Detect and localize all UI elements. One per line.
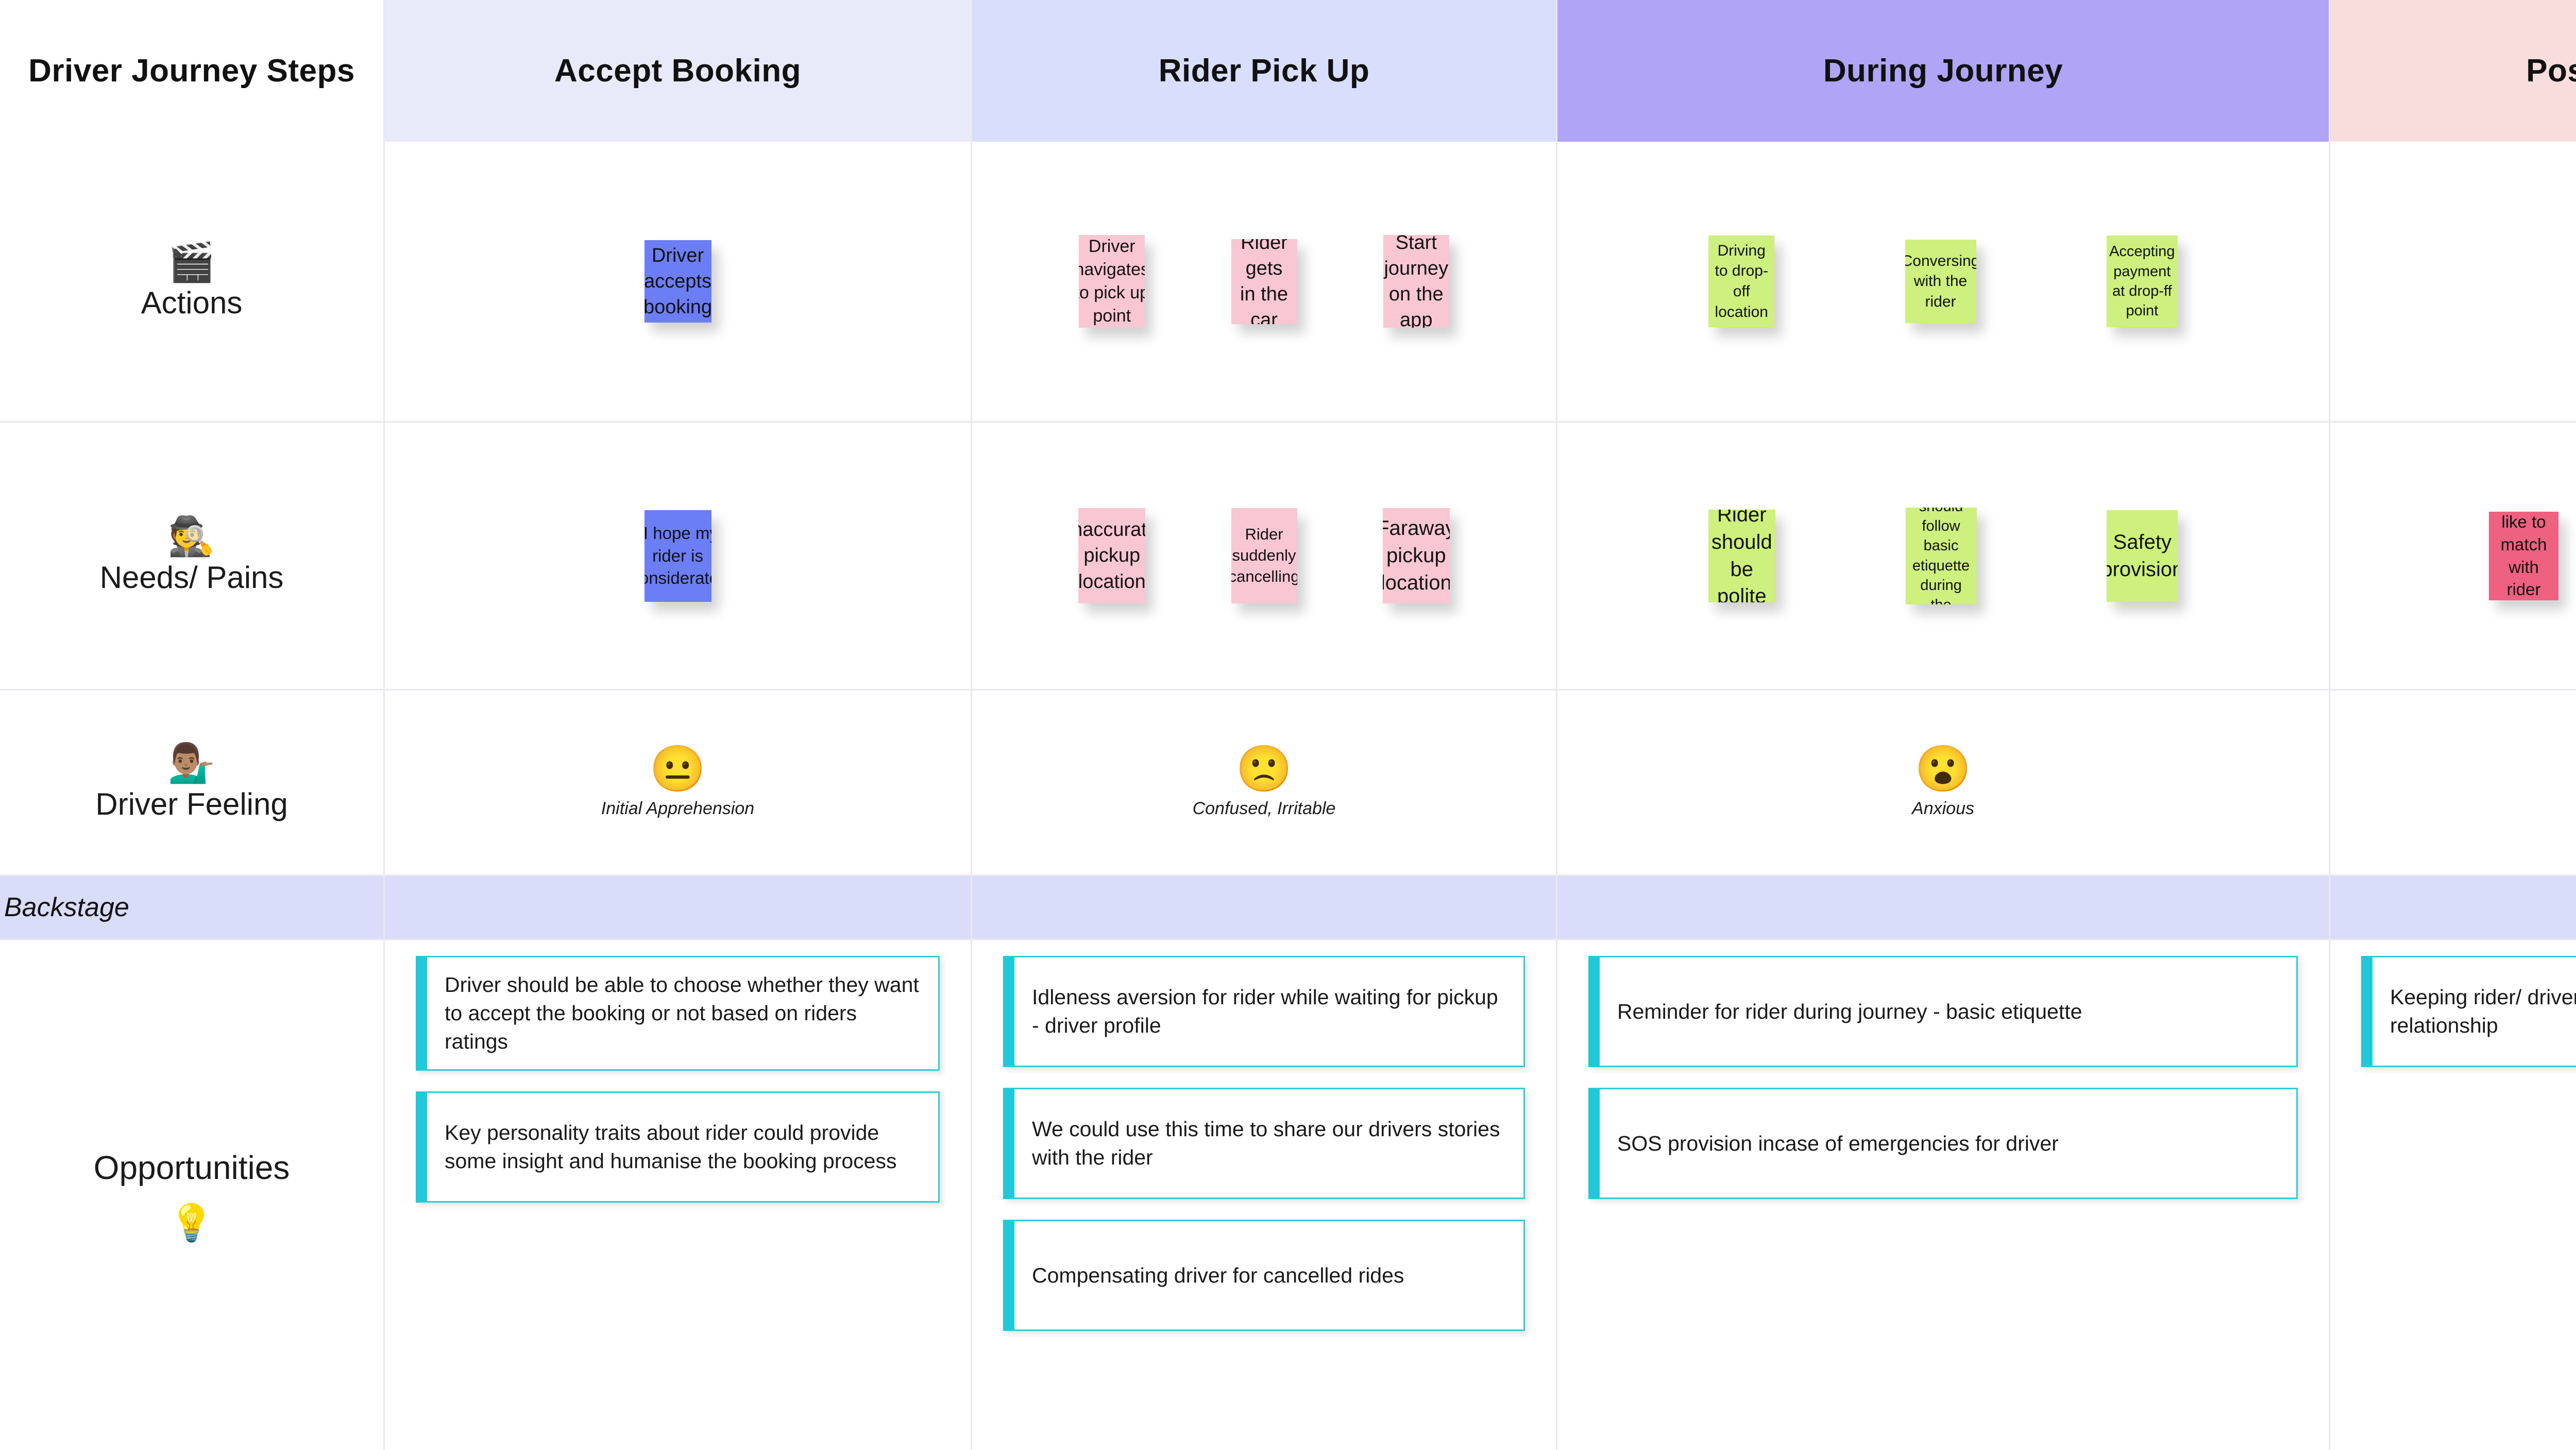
feeling-block: 🙁 Confused, Irritable	[972, 690, 1556, 874]
backstage-band-rider-pick-up	[972, 876, 1557, 940]
feeling-caption: Initial Apprehension	[601, 799, 755, 818]
sticky-note[interactable]: Accepting payment at drop-ff point	[2106, 235, 2178, 327]
backstage-label: Backstage	[4, 892, 129, 922]
cell-needs-during-journey: Rider should be polite Rider should follo…	[1557, 423, 2330, 690]
feeling-caption: Confused, Irritable	[1192, 799, 1336, 818]
neutral-face-icon: 😐	[649, 743, 706, 794]
row-label-actions: 🎬 Actions	[0, 142, 385, 423]
note-lane: "I hope my rider is considerate"	[385, 423, 971, 689]
cell-opportunities-during-journey: Reminder for rider during journey - basi…	[1557, 940, 2330, 1450]
cell-actions-during-journey: Driving to drop-off location Conversing w…	[1557, 142, 2330, 423]
sticky-note[interactable]: Faraway pickup location	[1382, 508, 1450, 603]
feeling-block: 😮 Anxious	[1557, 690, 2329, 874]
row-label-opportunities: Opportunities 💡	[0, 940, 385, 1450]
opportunity-card-text: Compensating driver for cancelled rides	[1032, 1263, 1404, 1287]
sticky-note[interactable]: "I hope my rider is considerate"	[644, 510, 711, 602]
opportunity-card-text: Driver should be able to choose whether …	[445, 973, 919, 1053]
cell-needs-post-journey: Would like to match with rider againRati…	[2330, 423, 2576, 690]
row-label-text: Actions	[141, 285, 243, 321]
row-label-needs-pains: 🕵️ Needs/ Pains	[0, 423, 385, 690]
opportunity-list: Reminder for rider during journey - basi…	[1557, 940, 2329, 1450]
sticky-note[interactable]: Driver accepts booking	[644, 240, 711, 323]
header-stage-during-journey: During Journey	[1557, 0, 2330, 142]
person-tipping-hand-icon: 💁🏽‍♂️	[167, 741, 216, 785]
sticky-note[interactable]: Rider suddenly cancelling	[1231, 508, 1297, 603]
cell-actions-rider-pick-up: Driver navigates to pick up point Rider g…	[972, 142, 1557, 423]
sticky-note[interactable]: Would like to match with rider again	[2489, 511, 2558, 600]
cell-feeling-during-journey: 😮 Anxious	[1557, 690, 2330, 876]
note-lane: Rider should be polite Rider should follo…	[1557, 423, 2329, 689]
header-stage-label: During Journey	[1823, 53, 2063, 89]
row-label-text: Driver Feeling	[95, 786, 288, 821]
opportunity-card-text: SOS provision incase of emergencies for …	[1617, 1131, 2059, 1155]
header-stage-label: Accept Booking	[554, 53, 801, 89]
cell-opportunities-accept-booking: Driver should be able to choose whether …	[385, 940, 972, 1450]
opportunity-list: Idleness aversion for rider while waitin…	[972, 940, 1556, 1450]
header-stage-accept-booking: Accept Booking	[385, 0, 972, 142]
note-lane: End journey on the app	[2330, 142, 2576, 421]
cell-feeling-rider-pick-up: 🙁 Confused, Irritable	[972, 690, 1557, 876]
opportunity-card[interactable]: Compensating driver for cancelled rides	[1003, 1220, 1525, 1331]
cell-actions-post-journey: End journey on the app	[2330, 142, 2576, 423]
sticky-note[interactable]: Conversing with the rider	[1905, 240, 1976, 323]
feeling-block: 😐 Initial Apprehension	[385, 690, 971, 874]
backstage-band-during-journey	[1557, 876, 2330, 940]
opportunity-card-text: Keeping rider/ driver connected - recurr…	[2390, 985, 2576, 1037]
header-stage-label: Post Journey	[2526, 53, 2576, 89]
opportunity-card[interactable]: Key personality traits about rider could…	[416, 1091, 940, 1203]
header-title-driver-journey-steps: Driver Journey Steps	[28, 53, 355, 89]
cell-needs-accept-booking: "I hope my rider is considerate"	[385, 423, 972, 690]
cell-needs-rider-pick-up: Inaccurate pickup location Rider suddenly…	[972, 423, 1557, 690]
opportunity-card[interactable]: Idleness aversion for rider while waitin…	[1003, 956, 1525, 1067]
sticky-note[interactable]: Inaccurate pickup location	[1078, 508, 1146, 603]
cell-actions-accept-booking: Driver accepts booking	[385, 142, 972, 423]
opportunity-card[interactable]: Reminder for rider during journey - basi…	[1588, 956, 2298, 1067]
opportunity-list: Driver should be able to choose whether …	[385, 940, 971, 1450]
face-with-open-mouth-icon: 😮	[1914, 743, 1972, 794]
feeling-caption: Anxious	[1912, 799, 1974, 818]
cell-feeling-accept-booking: 😐 Initial Apprehension	[385, 690, 972, 876]
header-label-column: Driver Journey Steps	[0, 0, 385, 142]
opportunity-list: Keeping rider/ driver connected - recurr…	[2330, 940, 2576, 1450]
sticky-note[interactable]: Rider should follow basic etiquette duri…	[1905, 507, 1977, 604]
note-lane: Inaccurate pickup location Rider suddenly…	[972, 423, 1556, 689]
note-lane: Driver navigates to pick up point Rider g…	[972, 142, 1556, 421]
cell-opportunities-rider-pick-up: Idleness aversion for rider while waitin…	[972, 940, 1557, 1450]
row-label-text: Needs/ Pains	[99, 560, 284, 595]
detective-icon: 🕵️	[167, 515, 216, 558]
sticky-note[interactable]: Driver navigates to pick up point	[1079, 235, 1145, 328]
opportunity-card-text: Key personality traits about rider could…	[445, 1120, 897, 1173]
sticky-note[interactable]: Driving to drop-off location	[1708, 235, 1775, 327]
cell-feeling-post-journey: 😓 Dismayed	[2330, 690, 2576, 876]
sticky-note[interactable]: Rider should be polite	[1708, 509, 1775, 602]
sticky-note[interactable]: Rider gets in the car	[1231, 239, 1297, 324]
row-label-text: Opportunities	[93, 1149, 290, 1186]
opportunity-card[interactable]: We could use this time to share our driv…	[1003, 1088, 1525, 1199]
opportunity-card-text: Idleness aversion for rider while waitin…	[1032, 985, 1498, 1037]
opportunity-card[interactable]: Driver should be able to choose whether …	[416, 956, 940, 1071]
opportunity-card[interactable]: Keeping rider/ driver connected - recurr…	[2361, 956, 2576, 1067]
slightly-frowning-face-icon: 🙁	[1235, 743, 1293, 794]
note-lane: Would like to match with rider againRati…	[2330, 423, 2576, 689]
sticky-note[interactable]: Safety provision	[2107, 510, 2178, 602]
clapper-board-icon: 🎬	[167, 240, 216, 283]
row-label-driver-feeling: 💁🏽‍♂️ Driver Feeling	[0, 690, 385, 876]
note-lane: Driving to drop-off location Conversing w…	[1557, 142, 2329, 421]
backstage-band-post-journey	[2330, 876, 2576, 940]
header-stage-post-journey: Post Journey	[2330, 0, 2576, 142]
feeling-block: 😓 Dismayed	[2330, 690, 2576, 874]
light-bulb-icon: 💡	[169, 1202, 214, 1243]
cell-opportunities-post-journey: Keeping rider/ driver connected - recurr…	[2330, 940, 2576, 1450]
opportunity-card[interactable]: SOS provision incase of emergencies for …	[1588, 1088, 2298, 1199]
header-stage-label: Rider Pick Up	[1158, 53, 1370, 89]
note-lane: Driver accepts booking	[385, 142, 971, 421]
backstage-band-accept-booking	[385, 876, 972, 940]
opportunity-card-text: Reminder for rider during journey - basi…	[1617, 999, 2082, 1023]
header-stage-rider-pick-up: Rider Pick Up	[972, 0, 1557, 142]
opportunity-card-text: We could use this time to share our driv…	[1032, 1117, 1500, 1169]
sticky-note[interactable]: Start journey on the app	[1383, 235, 1449, 328]
backstage-band-label: Backstage	[0, 876, 385, 940]
